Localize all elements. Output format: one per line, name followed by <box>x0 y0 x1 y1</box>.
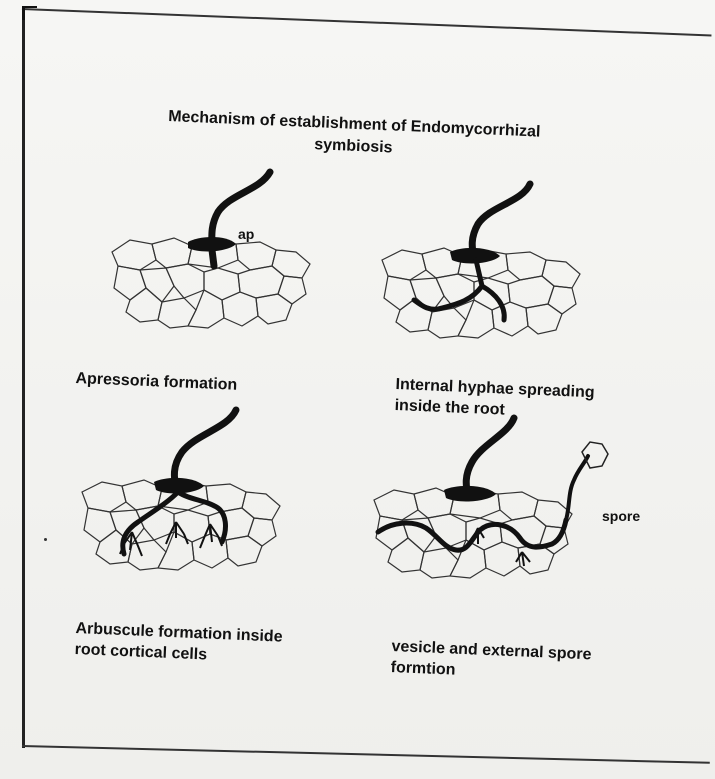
scan-speck <box>44 538 47 541</box>
caption-arbuscule: Arbuscule formation inside root cortical… <box>74 618 283 669</box>
frame-bottom-border <box>22 745 710 764</box>
hypha-internal <box>378 520 566 550</box>
frame-left-border <box>22 8 25 748</box>
panel-internal-hyphae <box>372 176 602 366</box>
hypha-external <box>174 410 236 490</box>
label-ap: ap <box>238 226 254 242</box>
caption-line: Apressoria formation <box>75 368 238 396</box>
appressorium <box>444 486 496 502</box>
diagram-title: Mechanism of establishment of Endomycorr… <box>118 104 589 168</box>
hypha-to-spore <box>566 456 588 520</box>
external-spore <box>582 442 608 468</box>
frame-top-border <box>22 8 712 36</box>
appressorium <box>188 237 236 251</box>
hypha-external <box>212 172 270 266</box>
label-spore: spore <box>602 508 640 524</box>
panel-vesicle-spore <box>364 412 624 602</box>
root-cells <box>374 488 572 578</box>
panel-arbuscule <box>72 404 302 594</box>
caption-vesicle-spore: vesicle and external spore formtion <box>390 636 592 686</box>
corner-mark <box>22 6 37 20</box>
hypha-external <box>466 418 514 498</box>
caption-apressoria: Apressoria formation <box>75 368 238 396</box>
panel-apressoria <box>100 160 330 350</box>
